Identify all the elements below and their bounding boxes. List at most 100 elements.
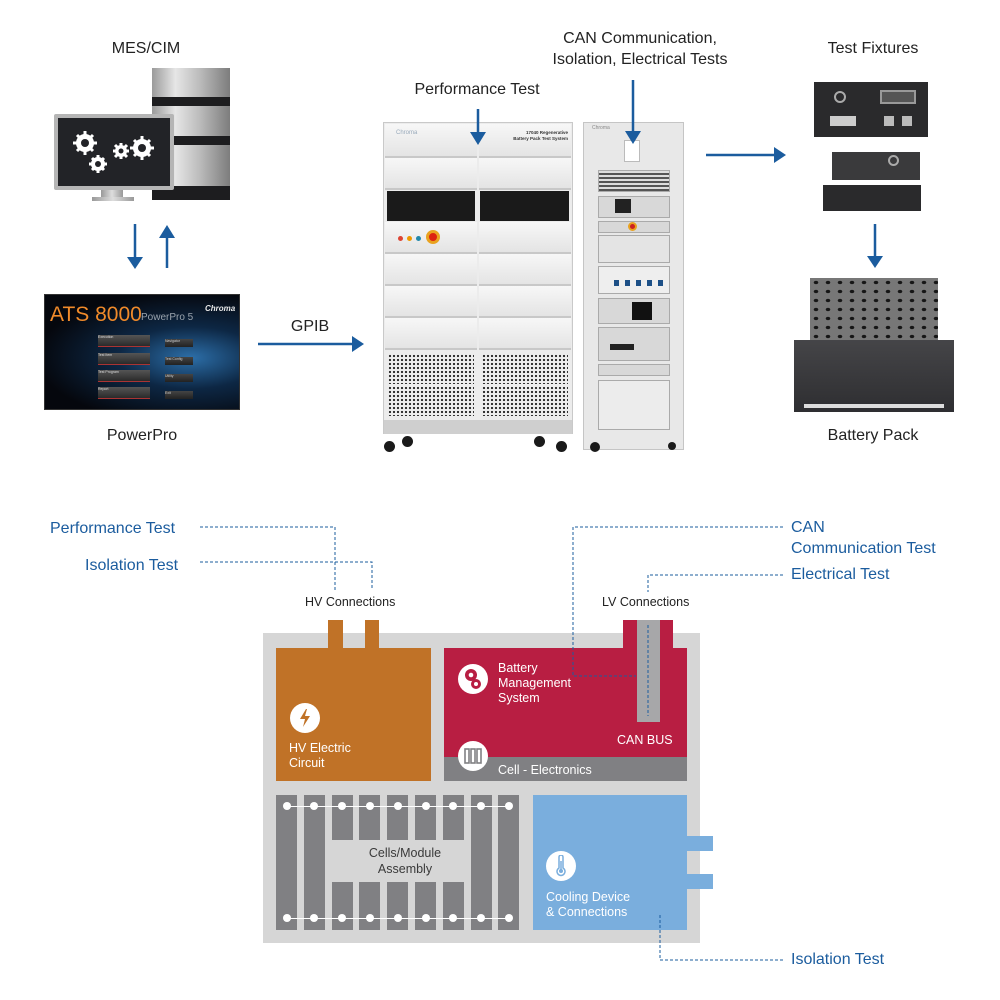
battery-cells-top [810, 278, 938, 340]
cabinet-model-line2: Battery Pack Test System [513, 136, 568, 141]
callout-isolation-test-hv: Isolation Test [85, 557, 179, 574]
server-band [152, 97, 230, 106]
cell-connector-node [449, 914, 458, 922]
caster-wheel [534, 436, 545, 447]
cabinet-panel [385, 158, 477, 190]
pp-button-execution: Execution [98, 335, 150, 347]
can-tests-label-line2: Isolation, Electrical Tests [552, 51, 728, 68]
cooling-pipe [686, 874, 713, 889]
arrow-head [352, 336, 364, 352]
vent-grille [482, 386, 568, 416]
rack-brand: Chroma [592, 125, 610, 131]
instrument-screen [632, 302, 652, 320]
battery-cell-module [276, 795, 297, 930]
pp-button-test-item: Test Item [98, 353, 150, 365]
cells-label-line2: Assembly [377, 862, 433, 876]
gpib-label: GPIB [290, 318, 330, 335]
test-fixtures-label: Test Fixtures [827, 40, 919, 57]
cell-connector-node [504, 914, 513, 922]
indicator-light [416, 236, 421, 241]
fixture-lower-base [823, 185, 921, 211]
pp-side-button: Exit [165, 391, 193, 399]
cell-connector-node [338, 802, 347, 810]
fixture-connector [902, 116, 912, 126]
pp-button-test-program: Test Program [98, 370, 150, 382]
isolation-test-hv-line [200, 561, 373, 590]
cell-connector-node [365, 914, 374, 922]
indicator-light [398, 236, 403, 241]
emergency-stop-button [426, 230, 440, 244]
battery-cell-module [498, 795, 520, 930]
lightning-icon [290, 703, 320, 733]
callout-can-test-line1: CAN [791, 519, 825, 536]
rack-instrument [598, 364, 670, 376]
rack-instrument [598, 327, 670, 361]
caster-wheel [668, 442, 676, 450]
fixture-connector [834, 91, 846, 103]
vent-grille [388, 386, 474, 416]
cabinet-panel [385, 124, 477, 158]
caster-wheel [590, 442, 600, 452]
cells-label-line1: Cells/Module [368, 846, 442, 860]
fixture-connector [830, 116, 856, 126]
battery-cell-module [415, 882, 436, 930]
emergency-stop-button [628, 222, 637, 231]
performance-test-label: Performance Test [414, 81, 540, 98]
cabinet-panel [385, 254, 477, 286]
fixture-connector [888, 155, 899, 166]
fixture-lower-top [832, 152, 920, 180]
instrument-screen [615, 199, 631, 213]
indicator-light [407, 236, 412, 241]
caster-wheel [556, 441, 567, 452]
control-panel-blank [480, 191, 569, 221]
cabinet-panel [479, 254, 571, 286]
battery-pack-label: Battery Pack [827, 427, 919, 444]
caster-wheel [402, 436, 413, 447]
rack-instrument [598, 170, 670, 192]
cabinet-panel [479, 222, 571, 254]
arrow-head [867, 256, 883, 268]
pp-button-report: Report [98, 387, 150, 399]
hv-connections-label: HV Connections [305, 595, 396, 609]
battery-cell-module [470, 795, 492, 930]
arrow-head [127, 257, 143, 269]
can-tests-label-line1: CAN Communication, [563, 30, 717, 47]
rack-terminals [614, 280, 668, 286]
arrow-head [774, 147, 786, 163]
cell-connector-node [282, 914, 291, 922]
gears-icon [73, 131, 154, 173]
bms-label: Battery Management System [498, 661, 571, 705]
control-panel-display [387, 191, 475, 221]
callout-isolation-test-cooling: Isolation Test [791, 951, 885, 968]
battery-cell-module [387, 882, 409, 930]
rack-tag [624, 140, 640, 162]
electrical-test-line-upper [647, 574, 783, 592]
powerpro-screen-subtitle: PowerPro 5 [141, 312, 194, 323]
gears-icon [458, 664, 488, 694]
battery-cells-icon [458, 741, 488, 771]
pp-side-button: Navigator [165, 339, 193, 347]
cell-connector-node [310, 914, 319, 922]
can-bus-line [637, 620, 660, 722]
thermometer-icon [546, 851, 576, 881]
battery-cell-module [442, 882, 464, 930]
arrow-head [159, 225, 175, 238]
rack-instrument [598, 196, 670, 218]
cell-connector-node [310, 802, 319, 810]
monitor-stand [101, 190, 123, 197]
battery-cell-module [359, 882, 381, 930]
cabinet-base [384, 420, 572, 434]
cabinet-panel [479, 286, 571, 318]
cabinet-brand: Chroma [396, 130, 418, 136]
cabinet-panel [385, 286, 477, 318]
mes-cim-label: MES/CIM [111, 40, 181, 57]
pp-side-button: Utility [165, 374, 193, 382]
cell-connector-node [421, 802, 430, 810]
callout-electrical-test: Electrical Test [791, 566, 890, 583]
rack-instrument [598, 235, 670, 263]
powerpro-label: PowerPro [106, 427, 178, 444]
vent-grille [388, 354, 474, 384]
fixture-connector [884, 116, 894, 126]
cell-connector-node [477, 914, 486, 922]
cell-connector-node [393, 914, 402, 922]
